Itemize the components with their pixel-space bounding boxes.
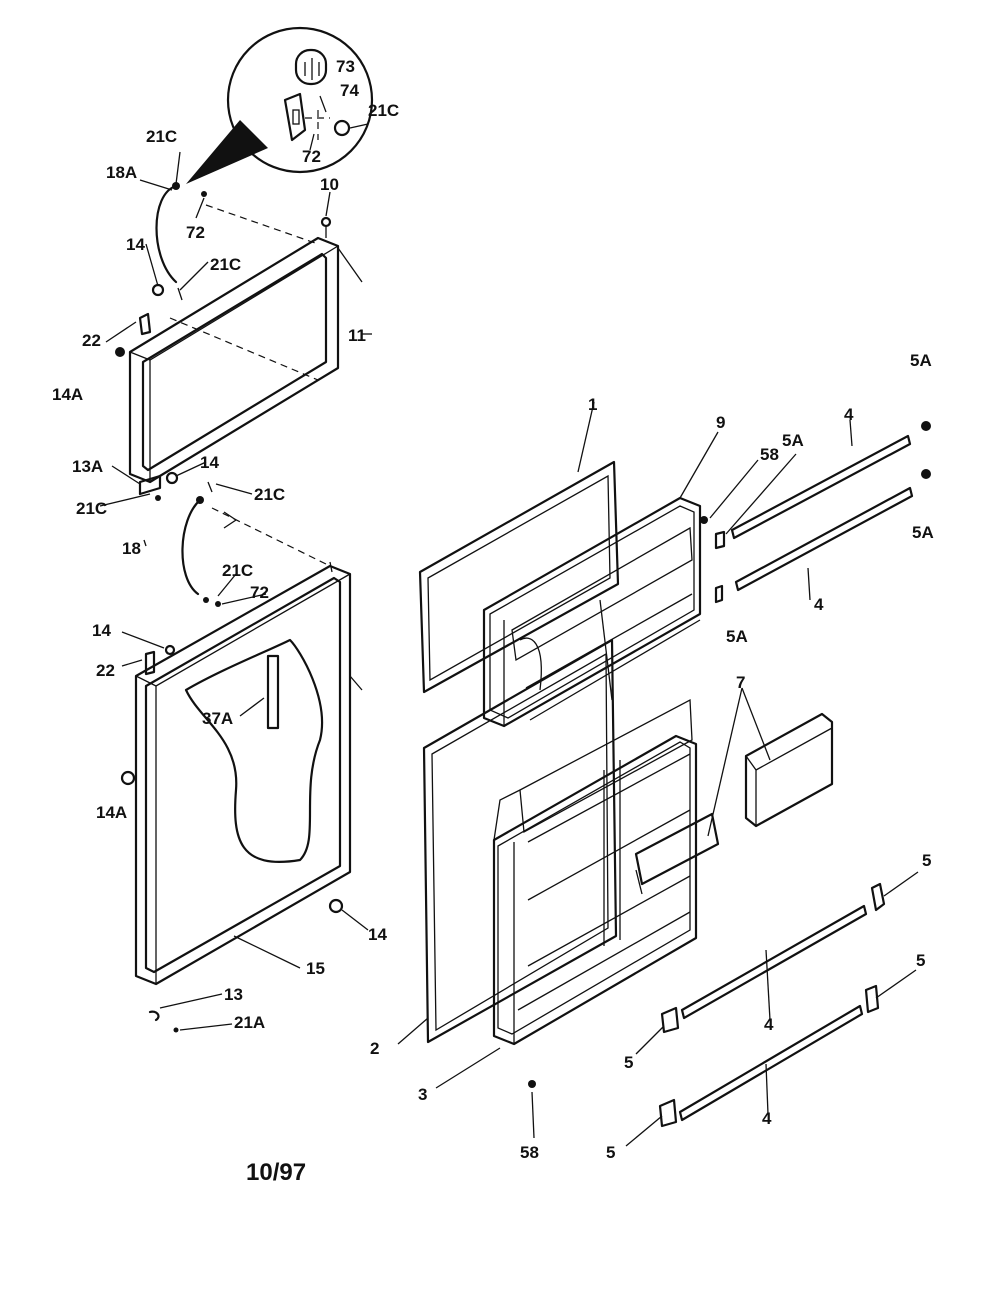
label-5a-c: 5A xyxy=(912,523,934,542)
inset-detail xyxy=(186,26,374,184)
fresh-food-door-liner xyxy=(492,698,720,1088)
label-72-inset: 72 xyxy=(302,147,321,166)
label-5-b: 5 xyxy=(916,951,925,970)
label-21c-lower: 21C xyxy=(222,561,253,580)
label-22-top: 22 xyxy=(82,331,101,350)
label-74: 74 xyxy=(340,81,359,100)
label-21c-mid: 21C xyxy=(210,255,241,274)
label-5a-a: 5A xyxy=(782,431,804,450)
label-21c-inset: 21C xyxy=(368,101,399,120)
label-14a-lower: 14A xyxy=(96,803,127,822)
label-18: 18 xyxy=(122,539,141,558)
label-13a: 13A xyxy=(72,457,103,476)
label-22-lower: 22 xyxy=(96,661,115,680)
label-14-top: 14 xyxy=(126,235,145,254)
leader-lines xyxy=(99,151,919,1147)
label-21a: 21A xyxy=(234,1013,265,1032)
label-3: 3 xyxy=(418,1085,427,1104)
label-21c-right: 21C xyxy=(254,485,285,504)
label-73: 73 xyxy=(336,57,355,76)
label-58-top: 58 xyxy=(760,445,779,464)
label-11: 11 xyxy=(348,326,366,345)
upper-frame-hardware xyxy=(115,182,213,501)
label-13: 13 xyxy=(224,985,243,1004)
label-5a-b: 5A xyxy=(910,351,932,370)
label-7: 7 xyxy=(736,673,745,692)
label-15: 15 xyxy=(306,959,325,978)
part-labels: 73 74 21C 72 21C 18A 72 10 14 21C 22 14A… xyxy=(52,57,934,1186)
label-10: 10 xyxy=(320,175,339,194)
freezer-door-liner xyxy=(482,496,708,728)
label-37a: 37A xyxy=(202,709,233,728)
fresh-food-door-frame xyxy=(134,507,363,986)
label-14-bottom: 14 xyxy=(368,925,387,944)
label-14-mid: 14 xyxy=(200,453,219,472)
label-5-a: 5 xyxy=(922,851,931,870)
label-58-bottom: 58 xyxy=(520,1143,539,1162)
label-18a: 18A xyxy=(106,163,137,182)
door-shelf-bar xyxy=(744,712,834,828)
label-4-mid: 4 xyxy=(814,595,824,614)
label-1: 1 xyxy=(588,395,597,414)
label-72-lower: 72 xyxy=(250,583,269,602)
freezer-door-frame xyxy=(128,204,372,484)
lower-frame-hardware xyxy=(120,496,344,1033)
date-code: 10/97 xyxy=(246,1159,306,1186)
label-9: 9 xyxy=(716,413,725,432)
label-4-top: 4 xyxy=(844,405,854,424)
label-5-d: 5 xyxy=(606,1143,615,1162)
label-21c-top: 21C xyxy=(146,127,177,146)
label-72-top: 72 xyxy=(186,223,205,242)
label-14-lower: 14 xyxy=(92,621,111,640)
label-2: 2 xyxy=(370,1039,379,1058)
label-5a-d: 5A xyxy=(726,627,748,646)
gaskets xyxy=(418,460,620,1044)
label-4-bottom: 4 xyxy=(762,1109,772,1128)
door-rails xyxy=(678,434,914,1122)
label-5-c: 5 xyxy=(624,1053,633,1072)
label-21c-left: 21C xyxy=(76,499,107,518)
label-14a-top: 14A xyxy=(52,385,83,404)
label-4-low: 4 xyxy=(764,1015,774,1034)
